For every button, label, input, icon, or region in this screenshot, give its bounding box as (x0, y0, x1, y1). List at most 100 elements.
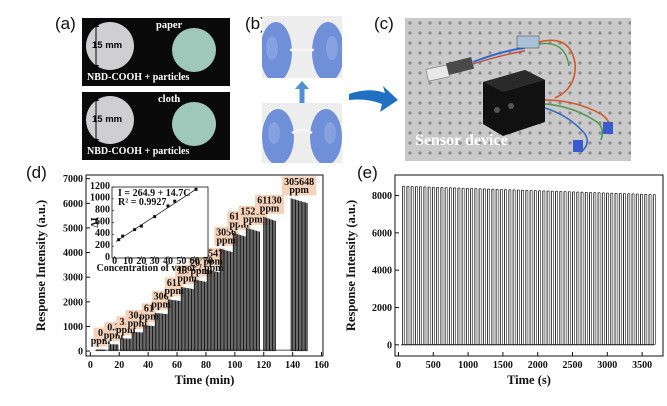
concentration-unit: ppm (289, 185, 309, 196)
inset-data-point (166, 204, 170, 208)
x-tick-label: 2000 (528, 360, 548, 371)
cloth-disc-reference (86, 96, 134, 144)
x-tick-label: 160 (314, 360, 329, 371)
concentration-label-box (255, 194, 285, 214)
concentration-unit: ppm (91, 336, 111, 347)
y-tick-label: 6000 (63, 199, 83, 210)
inset-y-tick-label: 0 (105, 252, 110, 263)
x-tick-label: 100 (227, 360, 242, 371)
inset-data-point (173, 199, 177, 203)
concentration-label: 2547 (203, 248, 223, 259)
inset-y-tick-label: 1000 (90, 193, 110, 204)
y-tick-label: 6000 (372, 228, 392, 239)
x-tick-label: 20 (114, 360, 124, 371)
inset-y-tick-label: 800 (95, 204, 110, 215)
y-tick-label: 4000 (63, 248, 83, 259)
inset-x-tick-label: 70 (203, 256, 213, 267)
x-tick-label: 1500 (493, 360, 513, 371)
fabric-strip (291, 128, 313, 135)
connector-board (516, 35, 540, 49)
panel-label-a: (a) (55, 14, 76, 33)
cloth-sample-figure (86, 95, 216, 146)
plot-frame (394, 174, 664, 357)
concentration-label: 0 (98, 328, 103, 339)
concentration-label: 611 (167, 278, 181, 289)
paper-material-text: paper (156, 20, 183, 31)
x-tick-label: 3000 (597, 360, 617, 371)
y-tick-label: 7000 (63, 174, 83, 185)
inset-data-point (139, 224, 143, 228)
x-tick-label: 120 (256, 360, 271, 371)
y-tick-label: 8000 (372, 191, 392, 202)
cable-blue (472, 47, 526, 63)
inset-x-tick-label: 60 (190, 256, 200, 267)
paper-sample-card: 15 mm paper NBD-COOH + particles (82, 18, 230, 86)
stretch-photo-stretched (262, 103, 342, 163)
concentration-label: 61 (144, 304, 154, 315)
inset-x-tick-label: 0 (112, 256, 117, 267)
inset-y-axis-title: ΔI (90, 217, 101, 227)
sensor-device-caption: Sensor device (415, 132, 508, 149)
concentration-label: 15282 (240, 206, 265, 217)
concentration-label-box (282, 176, 317, 196)
cloth-diameter-text: 15 mm (92, 114, 123, 125)
double-arrow-icon (295, 81, 309, 115)
inset-data-point (117, 238, 121, 242)
probe-connector (603, 122, 613, 134)
y-axis-title: Response Intensity (a.u.) (344, 200, 358, 331)
inset-x-tick-label: 10 (123, 256, 133, 267)
x-tick-label: 80 (201, 360, 211, 371)
inset-data-point (133, 228, 137, 232)
cable-red (472, 50, 526, 65)
panel-label-b: (b) (245, 14, 266, 33)
paper-diameter-text: 15 mm (92, 40, 123, 51)
y-axis-title: Response Intensity (a.u.) (34, 200, 48, 331)
inset-y-tick-label: 400 (95, 228, 110, 239)
y-tick-label: 1000 (63, 322, 83, 333)
arrow-down-icon (93, 139, 99, 145)
arrow-up-icon (93, 95, 99, 101)
concentration-unit: ppm (128, 318, 148, 329)
concentration-label-box (93, 327, 108, 347)
inset-x-axis-title: Concentration of vapor / ppm (96, 263, 224, 274)
concentration-label: 306 (154, 291, 169, 302)
concentration-unit: ppm (104, 331, 124, 342)
inset-x-tick-label: 50 (176, 256, 186, 267)
x-tick-label: 1000 (458, 360, 478, 371)
y-tick-label: 2000 (372, 303, 392, 314)
y-tick-label: 3000 (63, 273, 83, 284)
panel-label-c: (c) (374, 14, 394, 33)
x-tick-label: 40 (143, 360, 153, 371)
x-axis-title: Time (s) (507, 373, 551, 387)
paper-disc-reference (86, 22, 134, 70)
inset-y-tick-label: 600 (95, 216, 110, 227)
inset-r-squared: R² = 0.9927 (118, 197, 166, 208)
inset-x-tick-label: 20 (136, 256, 146, 267)
concentration-label: 2038 (190, 258, 210, 269)
cable-green (538, 42, 570, 67)
concentration-unit: ppm (216, 235, 236, 246)
cable-orange (538, 39, 576, 99)
x-tick-label: 3500 (632, 360, 652, 371)
concentration-unit: ppm (151, 299, 171, 310)
concentration-label: 1528 (177, 266, 197, 277)
concentration-label: 3056 (216, 227, 236, 238)
panel-label-d: (d) (26, 163, 47, 182)
concentration-label-box (214, 226, 239, 246)
probe-connector (573, 140, 583, 152)
concentration-label: 0.3 (107, 323, 120, 334)
usb-adapter (445, 57, 475, 75)
concentration-unit: ppm (203, 256, 223, 267)
inset-data-point (121, 234, 125, 238)
cable-blue-right (544, 107, 589, 153)
x-tick-label: 0 (396, 360, 401, 371)
concentration-label: 61130 (257, 195, 281, 206)
y-tick-label: 4000 (372, 266, 392, 277)
sensor-device-photo: Sensor device (405, 18, 631, 161)
x-tick-label: 60 (172, 360, 182, 371)
concentration-unit: ppm (177, 274, 197, 285)
x-axis-title: Time (min) (175, 373, 235, 387)
y-tick-label: 0 (387, 340, 392, 351)
